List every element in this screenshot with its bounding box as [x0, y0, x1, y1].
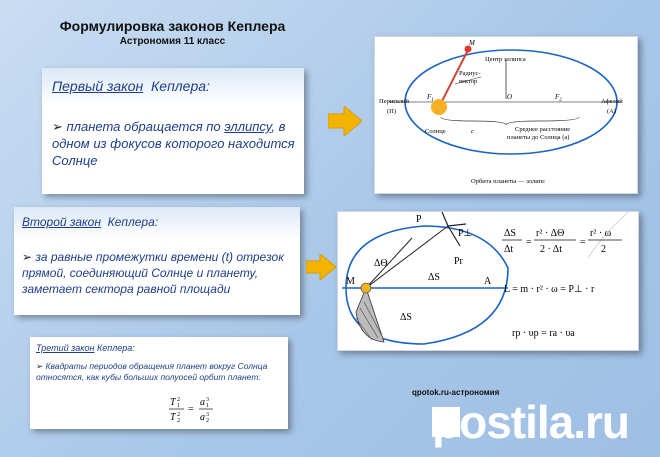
diag1-mean-dist-2: планеты до Солнца (a) — [507, 134, 569, 141]
law3-label-suffix: Кеплера: — [96, 343, 135, 353]
diag2-delta-s-bottom: ΔS — [400, 312, 412, 323]
diag1-m-label: M — [468, 39, 476, 47]
law1-label-suffix: Кеплера: — [151, 78, 210, 94]
law1-body: ➢ планета обращается по эллипсу, в одном… — [52, 118, 300, 169]
diag1-mean-dist-1: Среднее расстояние — [515, 126, 570, 133]
svg-text:ΔS: ΔS — [504, 228, 516, 239]
svg-text:r² · ω: r² · ω — [590, 228, 612, 239]
diag1-o-label: O — [507, 93, 512, 101]
diag1-f2-label: F2 — [554, 93, 562, 103]
diag2-p-label: P — [416, 214, 422, 225]
law3-body: ➢ Квадраты периодов обращения планет вок… — [36, 361, 284, 383]
svg-text:2: 2 — [177, 418, 180, 424]
sun-marker — [360, 282, 372, 294]
diag1-c-label: c — [471, 128, 474, 135]
law2-label-suffix: Кеплера: — [107, 215, 159, 229]
diag1-center-label: Центр эллипса — [485, 56, 526, 63]
diag1-f1-label: F1 — [426, 93, 434, 103]
diag1-aphelion-label-1: Афелий — [601, 98, 623, 105]
svg-text:Δt: Δt — [504, 244, 513, 255]
diag1-sun-label: Солнце — [425, 128, 446, 135]
swept-sector-bottom — [355, 286, 385, 343]
law1-label-prefix: Первый закон — [52, 78, 144, 94]
law1-header-band — [42, 68, 304, 105]
svg-text:3: 3 — [206, 412, 209, 418]
diag1-perihelion-label-2: (П) — [387, 108, 396, 115]
svg-text:2: 2 — [177, 412, 180, 418]
svg-text:=: = — [526, 237, 532, 248]
bullet-icon: ➢ — [36, 361, 44, 371]
kepler-eq3: rp · υp = ra · υa — [512, 328, 575, 339]
watermark-text: postila.ru — [432, 396, 630, 448]
orbit-ellipse-diagram: M Центр эллипса Радиус- вектор Перигелий… — [374, 36, 638, 194]
planet-marker — [464, 45, 472, 53]
watermark-logo-box — [432, 407, 460, 437]
kepler-eq2: L = m · r² · ω = P⊥ · r — [504, 284, 595, 295]
law2-label-prefix: Второй закон — [22, 215, 101, 229]
third-law-formula: T 2 1 T 2 2 = a 3 1 a 3 2 — [169, 397, 213, 424]
diag2-delta-s-top: ΔS — [428, 272, 440, 283]
law3-card: Третий закон Кеплера: ➢ Квадраты периодо… — [30, 337, 288, 429]
law3-text: Квадраты периодов обращения планет вокру… — [36, 361, 268, 382]
svg-text:T: T — [170, 397, 177, 408]
law1-card: Первый закон Кеплера: ➢ планета обращает… — [42, 68, 304, 194]
diag2-delta-theta: ΔΘ — [374, 258, 388, 269]
law3-label-prefix: Третий закон — [36, 343, 95, 353]
svg-text:2: 2 — [206, 418, 209, 424]
svg-text:3: 3 — [206, 397, 209, 403]
law2-heading: Второй закон Кеплера: — [22, 215, 158, 229]
arrow-right-icon — [306, 254, 336, 280]
diag1-caption: Орбита планеты — эллипс — [471, 178, 545, 185]
page-subtitle: Астрономия 11 класс — [119, 36, 226, 47]
diag1-radius-label-1: Радиус- — [459, 70, 481, 77]
second-law-diagram: P P⊥ Pr ΔΘ ΔS ΔS M A ΔS Δt = r² · ΔΘ 2 ·… — [337, 211, 639, 351]
law2-body: ➢ за равные промежутки времени (t) отрез… — [22, 249, 298, 297]
law3-heading: Третий закон Кеплера: — [36, 343, 135, 353]
bullet-icon: ➢ — [22, 250, 33, 264]
diag2-p-r-label: Pr — [454, 256, 464, 267]
diag1-perihelion-label-1: Перигелий — [379, 98, 409, 105]
second-law-svg: P P⊥ Pr ΔΘ ΔS ΔS M A ΔS Δt = r² · ΔΘ 2 ·… — [342, 211, 629, 345]
diag1-radius-label-2: вектор — [459, 78, 477, 85]
bullet-icon: ➢ — [52, 119, 63, 134]
svg-text:a: a — [200, 412, 205, 423]
svg-text:=: = — [580, 237, 586, 248]
kepler-eq1: ΔS Δt = r² · ΔΘ 2 · Δt = r² · ω 2 — [502, 228, 622, 255]
arrow-right-icon — [328, 106, 362, 136]
page-title: Формулировка законов Кеплера — [59, 18, 286, 34]
law1-heading: Первый закон Кеплера: — [52, 78, 210, 94]
sun-marker — [431, 99, 447, 115]
law1-text-before: планета обращается по — [66, 119, 225, 134]
law2-card: Второй закон Кеплера: ➢ за равные промеж… — [14, 207, 300, 315]
diag2-a-label: A — [484, 276, 492, 287]
svg-text:=: = — [188, 404, 194, 415]
law1-text-link: эллипсу — [224, 119, 272, 134]
diag2-p-perp-label: P⊥ — [458, 228, 472, 239]
orbit-ellipse-svg: M Центр эллипса Радиус- вектор Перигелий… — [379, 39, 623, 185]
svg-text:T: T — [170, 412, 177, 423]
svg-text:a: a — [200, 397, 205, 408]
diag1-aphelion-label-2: (А) — [607, 108, 616, 115]
law2-text: за равные промежутки времени (t) отрезок… — [22, 250, 284, 296]
svg-text:1: 1 — [177, 403, 180, 409]
law2-header-band — [14, 207, 300, 239]
site-credit: qpotok.ru-астрономия — [412, 388, 500, 397]
svg-text:2: 2 — [177, 397, 180, 403]
svg-text:r² · ΔΘ: r² · ΔΘ — [536, 228, 564, 239]
svg-text:2 · Δt: 2 · Δt — [540, 244, 562, 255]
svg-text:2: 2 — [601, 244, 606, 255]
diag2-m-label: M — [346, 276, 355, 287]
law1-text-after: , в одном из фокусов которого находится … — [52, 119, 295, 168]
svg-text:1: 1 — [206, 403, 209, 409]
